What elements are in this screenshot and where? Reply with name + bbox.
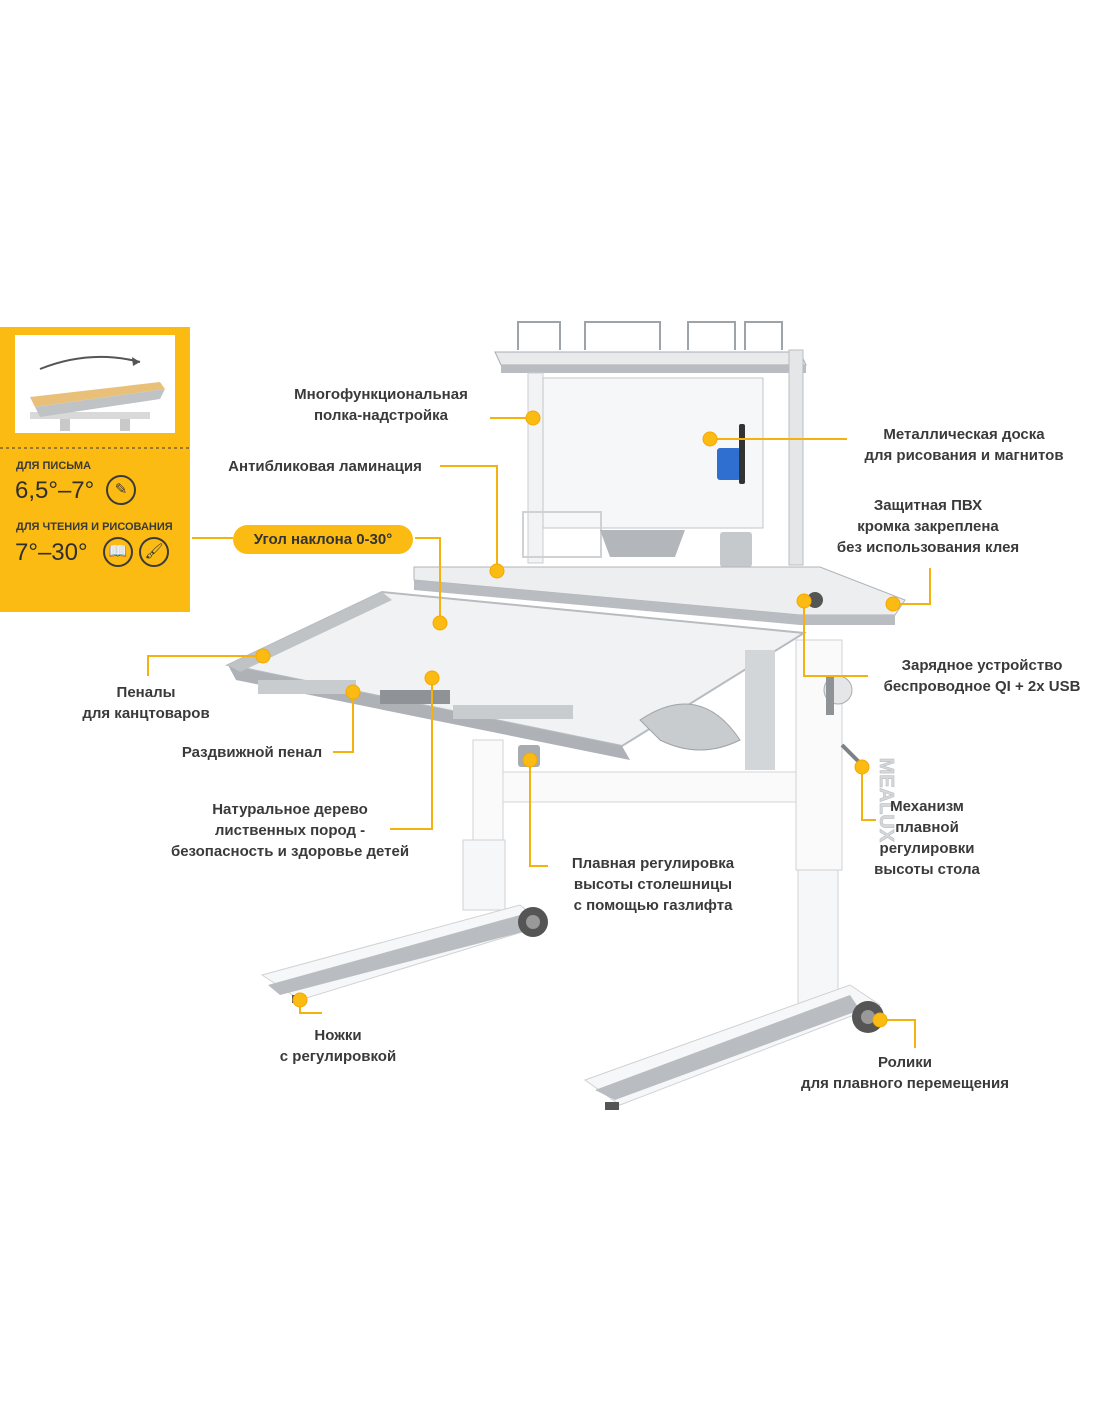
callout-edge: Защитная ПВХ кромка закреплена без испол… [836,497,1020,556]
callout-charger: Зарядное устройство беспроводное QI + 2x… [883,657,1081,695]
pen-icon: ✎ [106,475,136,505]
tilt-angle-label: Угол наклона 0-30° [233,525,413,554]
dot-antiglare [489,563,505,579]
callout-dots [255,410,901,1028]
dot-legs [292,992,308,1008]
writing-angle-title: ДЛЯ ПИСЬМА [16,460,92,472]
desk-illustration: MEALUX [224,321,906,1110]
reading-angle-value: 7°–30° [15,539,88,566]
callout-shelf: Многофункциональная полка-надстройка [294,386,468,424]
reading-angle-title: ДЛЯ ЧТЕНИЯ И РИСОВАНИЯ [16,521,173,533]
dot-board [702,431,718,447]
brand-logo: MEALUX [875,758,897,843]
callout-gaslift: Плавная регулировка высоты столешницы с … [571,855,735,914]
callout-antiglare: Антибликовая ламинация [228,458,422,475]
dot-shelf [525,410,541,426]
dot-sliding-case [345,684,361,700]
panel-divider [0,447,190,449]
dot-gaslift [522,752,538,768]
dot-wood [424,670,440,686]
dot-charger [796,593,812,609]
callout-sliding-case: Раздвижной пенал [181,744,323,761]
dot-pencil-cases [255,648,271,664]
callout-mechanism: Механизм плавной регулировки высоты стол… [874,798,980,878]
writing-angle-value: 6,5°–7° [15,477,95,504]
callout-board: Металлическая доска для рисования и магн… [864,426,1064,464]
callout-rollers: Ролики для плавного перемещения [801,1054,1009,1092]
dot-rollers [872,1012,888,1028]
book-icon: 📖 [103,537,133,567]
dot-angle [432,615,448,631]
brush-icon: 🖌 [139,537,169,567]
dot-edge [885,596,901,612]
callout-pencil-cases: Пеналы для канцтоваров [82,684,210,722]
tilt-info-panel: ДЛЯ ПИСЬМА 6,5°–7° ✎ ДЛЯ ЧТЕНИЯ И РИСОВА… [0,327,190,612]
callout-legs: Ножки с регулировкой [279,1027,397,1065]
tilt-illustration [15,335,175,433]
callout-wood: Натуральное дерево лиственных пород - бе… [170,801,410,860]
leader-lines [147,417,931,1048]
dot-mechanism [854,759,870,775]
